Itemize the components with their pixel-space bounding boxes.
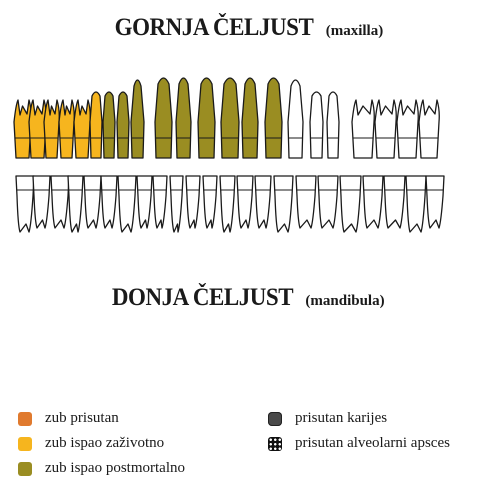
lower-tooth — [296, 176, 316, 228]
lower-tooth — [16, 176, 34, 232]
legend-item-postmortem: zub ispao postmortalno — [18, 460, 185, 477]
lower-tooth — [363, 176, 383, 228]
legend-label-abscess: prisutan alveolarni apsces — [295, 435, 450, 452]
upper-tooth — [103, 92, 115, 158]
lower-tooth — [340, 176, 361, 232]
legend-item-caries: prisutan karijes — [268, 410, 387, 427]
lower-tooth — [33, 176, 50, 228]
legend-swatch-antemortem — [18, 437, 32, 451]
upper-tooth — [310, 92, 323, 158]
upper-tooth — [117, 92, 129, 158]
upper-jaw-title: GORNJA ČELJUST (maxilla) — [0, 14, 489, 42]
lower-tooth — [255, 176, 271, 228]
upper-tooth — [288, 80, 303, 158]
legend-label-present: zub prisutan — [45, 410, 119, 427]
upper-tooth — [198, 78, 215, 158]
lower-tooth — [220, 176, 235, 232]
upper-tooth — [327, 92, 339, 158]
upper-tooth — [44, 100, 59, 158]
lower-tooth — [406, 176, 426, 232]
upper-tooth — [265, 78, 282, 158]
upper-tooth — [397, 100, 418, 158]
lower-tooth — [137, 176, 152, 228]
lower-tooth — [384, 176, 405, 228]
legend-item-abscess: prisutan alveolarni apsces — [268, 435, 450, 452]
upper-tooth — [14, 100, 31, 158]
upper-tooth — [242, 78, 258, 158]
legend-swatch-caries — [268, 412, 282, 426]
upper-tooth — [352, 100, 374, 158]
upper-tooth — [90, 92, 102, 158]
upper-tooth — [221, 78, 239, 158]
lower-tooth — [274, 176, 293, 232]
lower-tooth — [426, 176, 444, 228]
upper-tooth — [59, 100, 74, 158]
upper-tooth — [176, 78, 191, 158]
lower-tooth — [153, 176, 167, 228]
legend-swatch-postmortem — [18, 462, 32, 476]
upper-jaw-title-main: GORNJA ČELJUST — [114, 14, 313, 42]
lower-tooth — [118, 176, 136, 232]
lower-tooth — [101, 176, 117, 228]
lower-jaw-title-main: DONJA ČELJUST — [112, 284, 293, 312]
lower-tooth — [170, 176, 183, 232]
upper-jaw-title-sub: (maxilla) — [326, 23, 384, 39]
upper-tooth — [375, 100, 396, 158]
lower-jaw-title: DONJA ČELJUST (mandibula) — [0, 284, 489, 312]
legend-swatch-abscess — [268, 437, 282, 451]
lower-tooth — [51, 176, 69, 228]
legend-swatch-present — [18, 412, 32, 426]
upper-tooth — [131, 80, 144, 158]
upper-tooth — [419, 100, 439, 158]
legend-label-antemortem: zub ispao zaživotno — [45, 435, 164, 452]
legend-item-present: zub prisutan — [18, 410, 119, 427]
upper-tooth — [155, 78, 172, 158]
upper-tooth — [74, 100, 90, 158]
lower-tooth — [68, 176, 83, 232]
lower-tooth — [318, 176, 338, 228]
legend-item-antemortem: zub ispao zaživotno — [18, 435, 164, 452]
upper-tooth — [29, 100, 46, 158]
legend-label-postmortem: zub ispao postmortalno — [45, 460, 185, 477]
legend-label-caries: prisutan karijes — [295, 410, 387, 427]
lower-jaw-title-sub: (mandibula) — [305, 293, 384, 309]
lower-tooth — [84, 176, 101, 228]
lower-tooth — [237, 176, 253, 228]
lower-tooth — [186, 176, 200, 228]
lower-tooth — [203, 176, 217, 228]
legend: zub prisutan zub ispao zaživotno zub isp… — [0, 410, 489, 490]
